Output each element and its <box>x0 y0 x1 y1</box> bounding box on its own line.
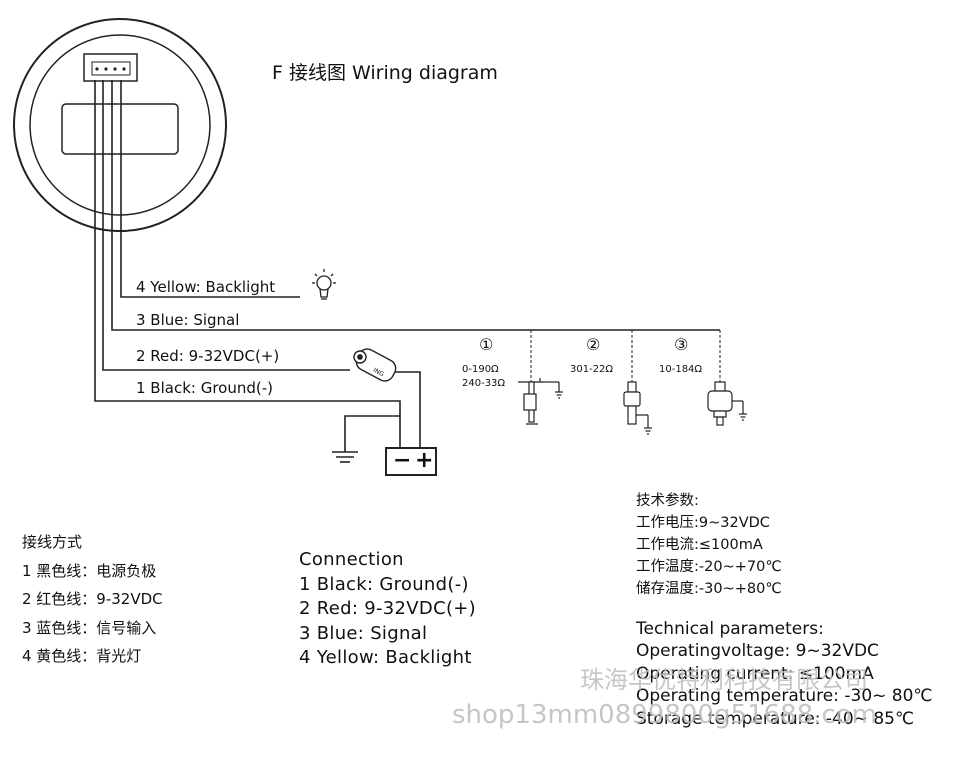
connection-block: Connection 1 Black: Ground(-) 2 Red: 9-3… <box>299 548 476 671</box>
sensor-1-range-1: 0-190Ω <box>462 364 499 375</box>
chinese-connection-heading: 接线方式 <box>22 533 83 551</box>
pin-1 <box>95 67 99 71</box>
wire-label-yellow: 4 Yellow: Backlight <box>136 278 276 296</box>
wire-label-black: 1 Black: Ground(-) <box>136 379 274 397</box>
sensor-3-range: 10-184Ω <box>659 364 703 375</box>
tech-en-line: Storage temperature: -40~ 85℃ <box>636 708 915 729</box>
temperature-sensor-icon <box>623 381 652 435</box>
tech-en-line: Operating current: ≤100mA <box>636 663 874 684</box>
tech-cn-line: 工作电流:≤100mA <box>636 537 763 553</box>
diagram-title: F 接线图 Wiring diagram <box>272 62 498 84</box>
connector-pins <box>95 67 126 71</box>
battery-minus: − <box>393 448 412 473</box>
gauge-inner-ring <box>29 34 211 216</box>
chinese-connection-line: 3 蓝色线：信号输入 <box>22 618 157 637</box>
connection-heading: Connection <box>299 549 404 570</box>
watermark-company: 珠海华优特利科技有限公司 <box>580 666 868 694</box>
ground-symbol <box>332 451 358 463</box>
ground-branch <box>344 415 400 452</box>
wire-label-blue: 3 Blue: Signal <box>136 311 240 329</box>
ignition-key-icon <box>353 348 397 382</box>
level-sensor-icon <box>518 378 563 425</box>
sensor-2-range: 301-22Ω <box>570 364 614 375</box>
pressure-sensor-icon <box>707 381 747 426</box>
chinese-connection-line: 1 黑色线：电源负极 <box>22 561 157 580</box>
connection-line: 2 Red: 9-32VDC(+) <box>299 598 476 619</box>
red-wire <box>102 80 350 371</box>
chinese-connection-line: 4 黄色线：背光灯 <box>22 647 142 665</box>
red-wire-to-battery <box>375 371 421 448</box>
watermark-shop: shop13mm0899800g51688.com <box>452 700 877 730</box>
tech-en-line: Operating temperature: -30~ 80℃ <box>636 686 933 707</box>
light-bulb-icon <box>312 269 336 300</box>
tech-params-en: Technical parameters: Operatingvoltage: … <box>636 618 933 730</box>
sensor-taps <box>530 330 721 382</box>
connection-line: 1 Black: Ground(-) <box>299 573 469 595</box>
sensor-3-number: ③ <box>674 335 689 354</box>
black-wire <box>94 80 401 448</box>
sensor-1-number: ① <box>479 335 494 354</box>
gauge-connector <box>83 53 138 82</box>
connection-line: 3 Blue: Signal <box>299 622 428 644</box>
blue-wire <box>111 80 720 331</box>
gauge-display-window <box>61 103 179 155</box>
tech-cn-line: 工作电压:9~32VDC <box>636 515 770 531</box>
tech-cn-line: 工作温度:-20~+70℃ <box>636 559 782 575</box>
tech-en-line: Operatingvoltage: 9~32VDC <box>636 641 879 662</box>
sensor-1-range-2: 240-33Ω <box>462 378 506 389</box>
chinese-connection-block: 接线方式 1 黑色线：电源负极 2 红色线：9-32VDC 3 蓝色线：信号输入… <box>22 528 163 671</box>
sensor-2-number: ② <box>586 335 601 354</box>
tech-en-heading: Technical parameters: <box>636 619 824 639</box>
battery-plus: + <box>415 448 434 473</box>
pin-3 <box>113 67 117 71</box>
pin-4 <box>122 67 126 71</box>
yellow-wire <box>120 80 300 298</box>
gauge-outer-ring <box>13 18 227 232</box>
wire-label-red: 2 Red: 9-32VDC(+) <box>136 347 280 365</box>
pin-2 <box>104 67 108 71</box>
battery-symbol <box>385 447 437 476</box>
gauge <box>13 18 227 232</box>
connection-line: 4 Yellow: Backlight <box>299 647 472 668</box>
tech-cn-line: 储存温度:-30~+80℃ <box>636 581 782 597</box>
tech-params-cn: 技术参数: 工作电压:9~32VDC 工作电流:≤100mA 工作温度:-20~… <box>636 490 782 600</box>
gauge-connector-inner <box>91 61 131 76</box>
tech-cn-heading: 技术参数: <box>636 493 699 509</box>
chinese-connection-line: 2 红色线：9-32VDC <box>22 590 163 608</box>
